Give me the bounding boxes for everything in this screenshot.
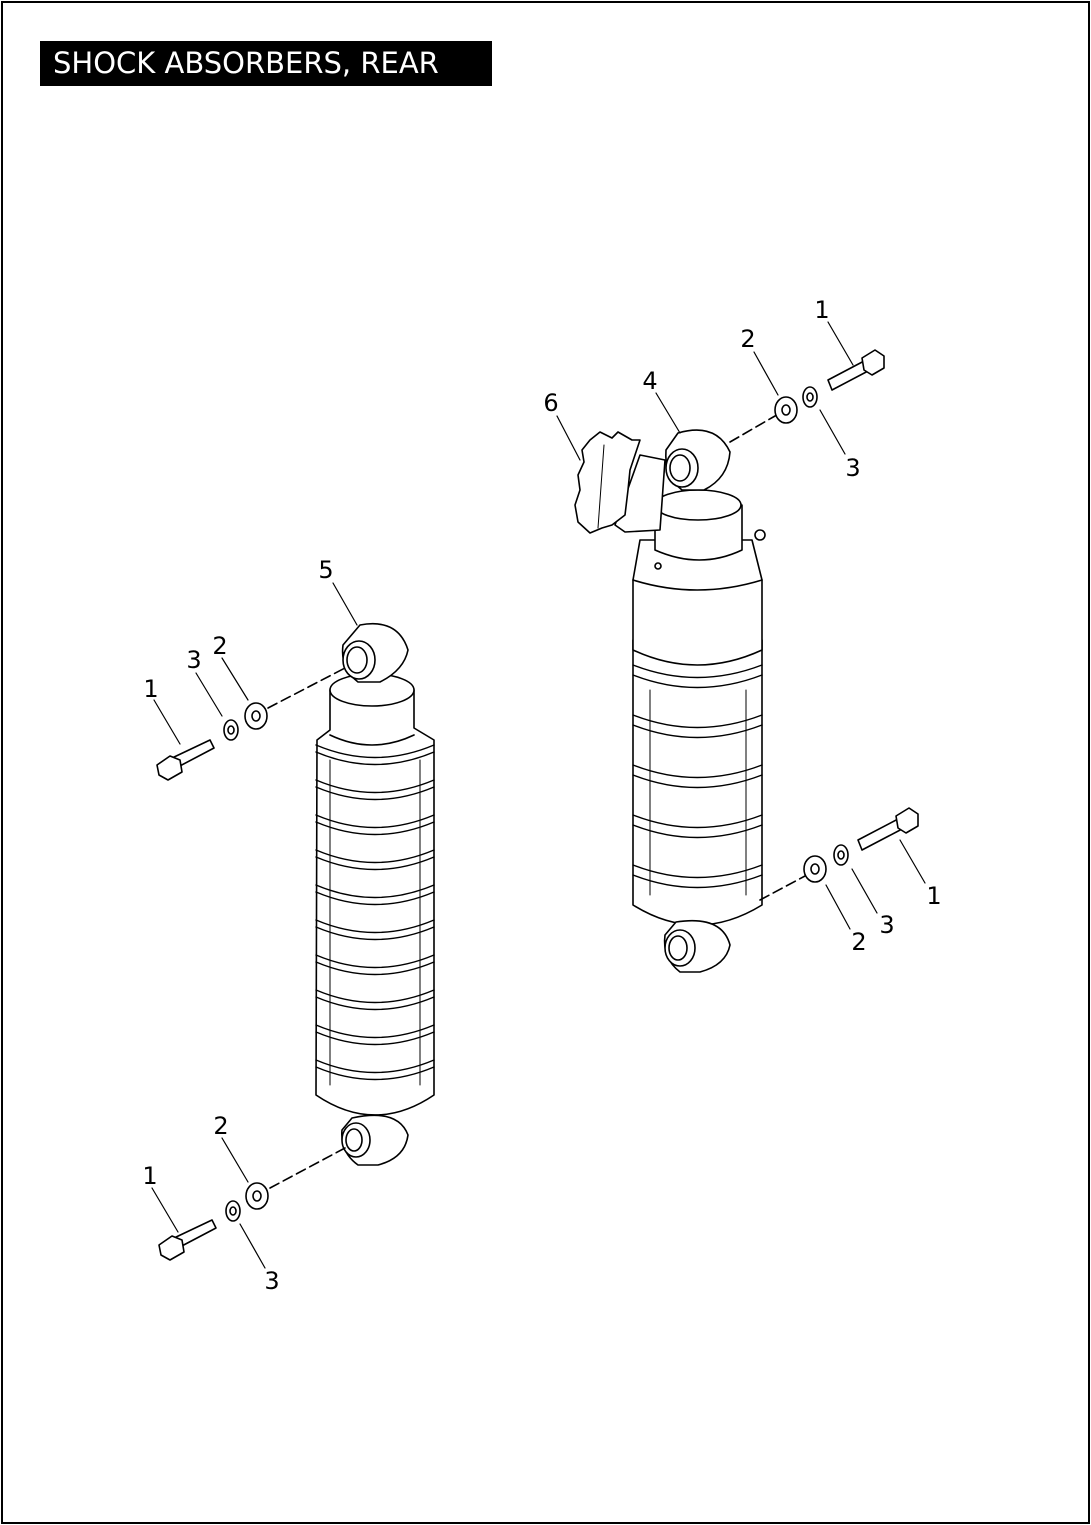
left-upper-hardware [156,667,346,781]
callout-right-bolt-top: 1 [814,296,829,324]
left-spring-coils [315,744,435,1086]
callout-right-bolt-bottom: 1 [926,882,941,910]
callout-left-washer-bottom: 2 [213,1112,228,1140]
callout-right-washer-top: 2 [740,325,755,353]
callout-left-bolt-top: 1 [143,675,158,703]
leader-lines [151,321,926,1269]
right-spring-coils [632,664,763,896]
right-upper-hardware [729,349,885,443]
callout-left-lockwasher-bottom: 3 [264,1267,279,1295]
callout-right-shock: 4 [642,367,657,395]
right-lower-hardware [759,807,919,901]
callout-right-lockwasher-bottom: 3 [879,911,894,939]
callout-left-shock: 5 [318,556,333,584]
callout-labels: 1 2 3 4 6 1 3 2 5 1 3 2 1 2 3 [142,296,941,1295]
callout-left-bolt-bottom: 1 [142,1162,157,1190]
callout-right-washer-bottom: 2 [851,928,866,956]
callout-right-adjuster: 6 [543,389,558,417]
left-lower-hardware [158,1147,346,1261]
callout-left-lockwasher-top: 3 [186,646,201,674]
diagram-title: SHOCK ABSORBERS, REAR [40,41,492,86]
right-preload-adjuster-knob [574,431,666,534]
callout-right-lockwasher-top: 3 [845,454,860,482]
right-shock-absorber [632,429,766,973]
callout-left-washer-top: 2 [212,632,227,660]
left-shock-absorber [315,623,435,1166]
